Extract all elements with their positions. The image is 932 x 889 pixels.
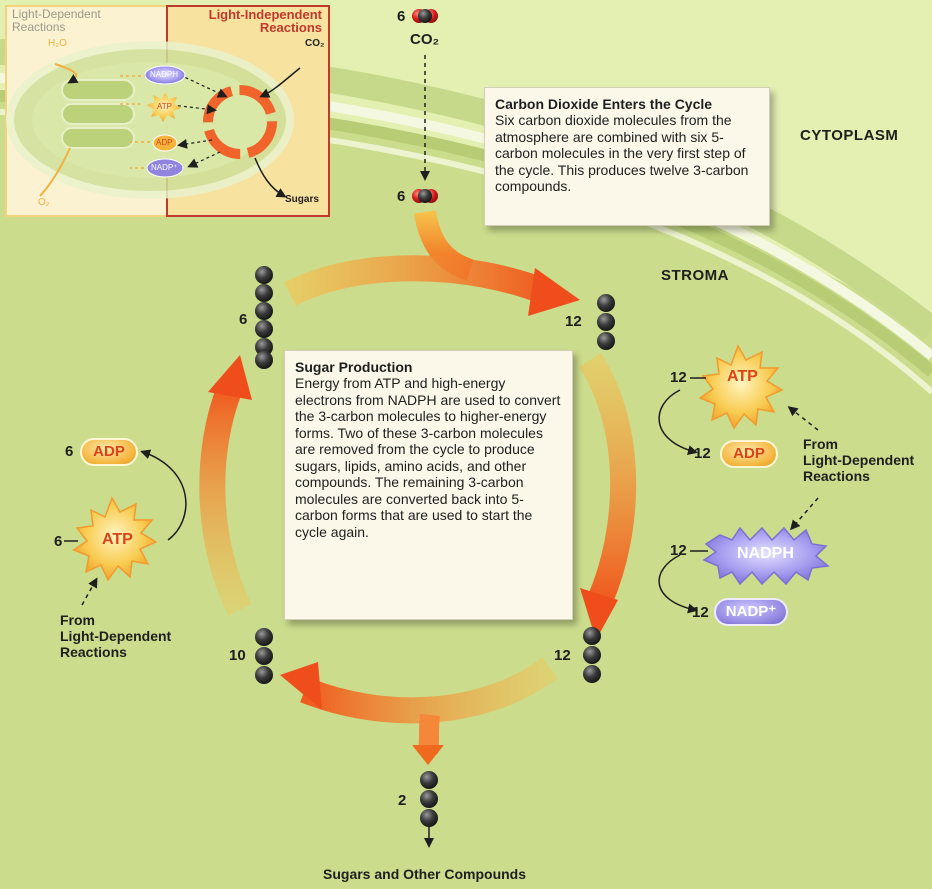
co2-count-top: 6 xyxy=(397,8,406,25)
cycle-arc-top xyxy=(284,255,550,306)
source-dashed-arrow-left xyxy=(81,577,98,606)
source-left-line2: Light-Dependent xyxy=(60,628,172,644)
callout-sugar-production: Sugar Production Energy from ATP and hig… xyxy=(284,350,573,620)
atp-count-left: 6 xyxy=(54,533,63,550)
nadph-starburst xyxy=(702,526,830,586)
atp-starburst-right xyxy=(698,344,784,430)
inset-nadp-label: NADP⁺ xyxy=(151,163,178,172)
carbon-count-top-right: 12 xyxy=(565,313,582,330)
carbon-count-top-left: 6 xyxy=(239,311,248,328)
source-left-line1: From xyxy=(60,612,95,628)
adp-pill-right: ADP xyxy=(720,440,778,468)
source-label-left: From Light-Dependent Reactions xyxy=(60,612,171,660)
cycle-arrowhead-bottom xyxy=(280,662,322,710)
atp-label-left: ATP xyxy=(102,531,133,548)
inset-sugars-label: Sugars xyxy=(285,194,319,205)
inset-light-dependent-label: Light-Dependent Reactions xyxy=(12,7,101,34)
carbon-count-bottom-left: 10 xyxy=(229,647,246,664)
atp-to-adp-arrow-left xyxy=(140,449,187,541)
cycle-arc-bottom xyxy=(300,657,558,724)
nadp-pill: NADP⁺ xyxy=(714,598,788,626)
co2-molecule-top xyxy=(412,9,438,23)
callout-co2-title: Carbon Dioxide Enters the Cycle xyxy=(495,96,713,112)
source-dashed-arrow-right-atp xyxy=(787,406,819,431)
cycle-arrowhead-right xyxy=(580,588,618,640)
atp-label-right: ATP xyxy=(727,368,758,385)
cycle-arrowhead-top xyxy=(528,268,580,316)
callout-co2-body: Six carbon dioxide molecules from the at… xyxy=(495,112,749,194)
cycle-arc-left xyxy=(199,383,252,616)
cycle-arc-right xyxy=(578,352,637,606)
source-right-line1: From xyxy=(803,436,838,452)
callout-sugar-title: Sugar Production xyxy=(295,359,413,375)
co2-molecule-entry xyxy=(412,189,438,203)
nadph-count: 12 xyxy=(670,542,687,559)
inset-o2-label: O₂ xyxy=(38,197,50,208)
callout-co2-enters: Carbon Dioxide Enters the Cycle Six carb… xyxy=(484,87,770,226)
carbon-chain-top-left xyxy=(255,266,273,369)
carbon-chain-top-right xyxy=(597,294,615,350)
source-right-line3: Reactions xyxy=(803,468,870,484)
atp-count-right: 12 xyxy=(670,369,687,386)
atp-to-adp-arrow-right xyxy=(658,389,698,456)
inset-light-independent-label: Light-Independent Reactions xyxy=(208,7,322,35)
cytoplasm-label: CYTOPLASM xyxy=(800,127,899,144)
nadph-label: NADPH xyxy=(737,545,794,562)
inset-adp-icon xyxy=(152,134,178,152)
carbon-chain-bottom-left xyxy=(255,628,273,684)
carbon-chain-bottom-right xyxy=(583,627,601,683)
nadph-to-nadp-arrow xyxy=(658,554,698,614)
carbon-count-bottom-right: 12 xyxy=(554,647,571,664)
inset-atp-icon xyxy=(147,93,181,122)
carbon-chain-output xyxy=(420,771,438,827)
source-dashed-arrow-right-nadph xyxy=(790,497,819,531)
inset-h2o-label: H₂O xyxy=(48,38,67,49)
inset-adp-label: ADP xyxy=(156,138,173,147)
inset-nadp-icon xyxy=(146,158,184,178)
nadp-count: 12 xyxy=(692,604,709,621)
adp-pill-left: ADP xyxy=(80,438,138,466)
atp-starburst-left xyxy=(72,496,158,582)
co2-count-entry: 6 xyxy=(397,188,406,205)
inset-nadph-label: NADPH xyxy=(150,70,179,79)
callout-sugar-body: Energy from ATP and high-energy electron… xyxy=(295,375,561,540)
cycle-arrowhead-left xyxy=(208,355,252,400)
inset-nadph-icon xyxy=(144,65,186,85)
source-label-right: From Light-Dependent Reactions xyxy=(803,436,914,484)
chloroplast-inset xyxy=(5,5,330,217)
source-right-line2: Light-Dependent xyxy=(803,452,915,468)
output-arrowhead xyxy=(412,745,444,765)
carbon-count-output: 2 xyxy=(398,792,407,809)
adp-count-right: 12 xyxy=(694,445,711,462)
stroma-label: STROMA xyxy=(661,267,729,284)
output-label: Sugars and Other Compounds xyxy=(323,866,527,882)
inset-atp-label: ATP xyxy=(157,102,172,111)
co2-formula-label: CO₂ xyxy=(410,31,440,48)
inset-co2-label: CO₂ xyxy=(305,38,325,49)
adp-count-left: 6 xyxy=(65,443,74,460)
source-left-line3: Reactions xyxy=(60,644,127,660)
